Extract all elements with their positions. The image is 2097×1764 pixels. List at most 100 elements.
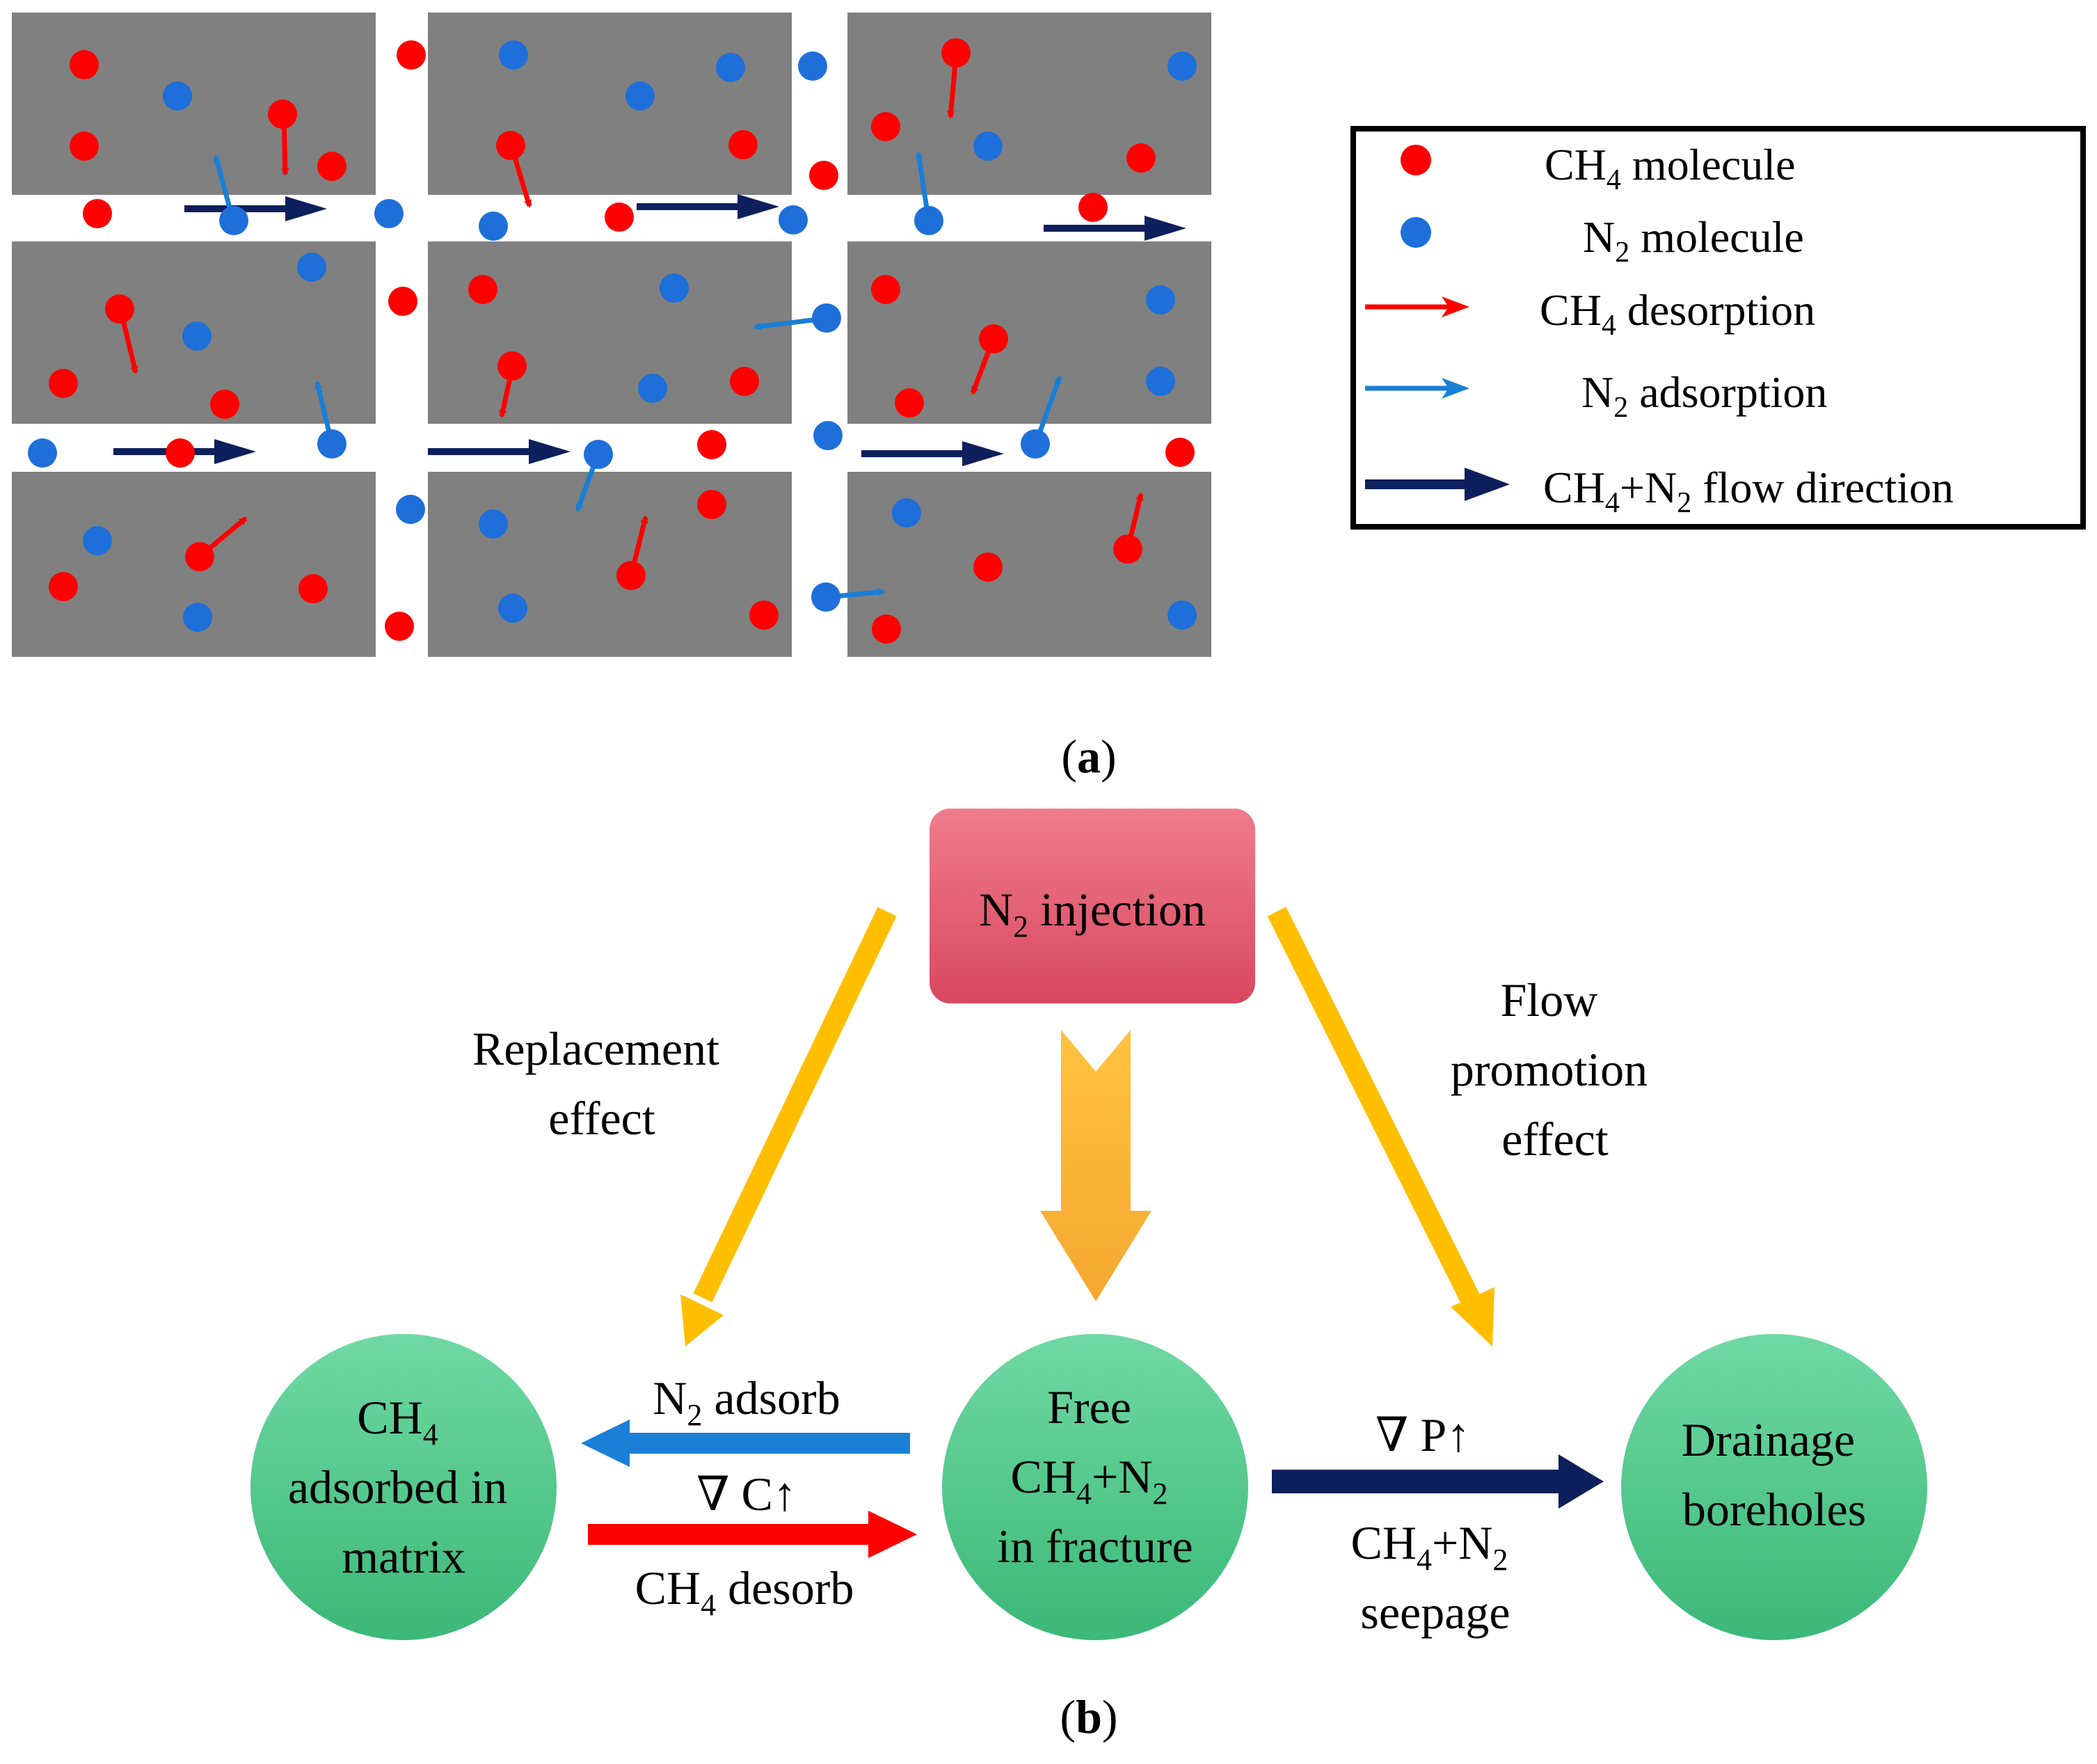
seepage-arrow: [1272, 1454, 1604, 1509]
n2-adsorbing-molecule: [314, 381, 346, 459]
node-fracture: [942, 1334, 1248, 1640]
n2-adsorption-arrows: [213, 151, 1062, 612]
ch4-molecule: [1126, 143, 1156, 173]
ch4-molecule: [385, 612, 414, 641]
n2-molecule: [498, 594, 527, 623]
legend-navy-arrow-icon: [1365, 468, 1510, 501]
n2-adsorbing-molecule: [575, 440, 613, 512]
legend-label-n2-adsorption: N2 adsorption: [1581, 367, 1827, 424]
ch4-molecule: [871, 112, 900, 141]
n2-molecule: [1167, 51, 1197, 81]
legend-label-ch4-molecule: CH4 molecule: [1545, 140, 1795, 196]
ch4-molecule: [605, 202, 634, 232]
flow-promotion-arrow: [1267, 907, 1494, 1346]
n2-injection-box: N2 injection: [930, 809, 1255, 1003]
panel-a: CH4 molecule N2 molecule CH4 desorption …: [12, 13, 2086, 783]
n2-adsorb-arrow: [581, 1420, 910, 1467]
flow-arrow: [113, 439, 256, 464]
flow-arrow: [1044, 216, 1186, 241]
matrix-block: [428, 241, 792, 424]
n2-molecules: [28, 40, 1197, 632]
ch4-molecule: [298, 574, 328, 603]
ch4-molecule: [166, 438, 195, 468]
ch4-desorbing-molecule: [185, 516, 248, 571]
legend-box: [1350, 126, 2086, 530]
ch4-molecule: [1165, 438, 1195, 467]
n2-molecule: [479, 509, 508, 539]
legend: CH4 molecule N2 molecule CH4 desorption …: [1350, 126, 2086, 530]
flow-arrow: [428, 439, 571, 464]
ch4-desorbing-molecule: [941, 38, 971, 119]
n2-molecule: [892, 498, 921, 527]
n2-molecule: [716, 53, 745, 82]
legend-label-ch4-desorption: CH4 desorption: [1540, 285, 1815, 342]
downward-chevron-arrow: [1040, 1030, 1151, 1301]
ch4-molecule: [49, 572, 78, 601]
pressure-gradient-label: ∇ P↑: [1376, 1408, 1470, 1461]
n2-molecule: [638, 374, 667, 403]
replacement-effect-label: Replacement effect: [472, 1022, 731, 1145]
concentration-gradient-label: ∇ C↑: [696, 1468, 797, 1520]
flow-arrow: [861, 441, 1004, 466]
ch4-molecule: [70, 132, 99, 161]
ch4-desorbing-molecule: [1113, 492, 1144, 564]
legend-ch4-dot: [1401, 145, 1431, 175]
n2-adsorbing-molecule: [753, 303, 841, 333]
n2-molecule: [660, 273, 689, 303]
n2-molecule: [1146, 367, 1175, 396]
ch4-molecule: [49, 369, 78, 398]
n2-molecule: [1167, 601, 1197, 630]
n2-molecule: [813, 421, 843, 450]
legend-label-n2-molecule: N2 molecule: [1583, 212, 1804, 269]
ch4-molecule: [973, 553, 1003, 582]
ch4-desorb-label: CH4 desorb: [635, 1562, 854, 1622]
n2-molecule: [83, 526, 112, 555]
ch4-molecule: [1078, 193, 1108, 222]
ch4-molecule: [749, 601, 779, 630]
ch4-desorbing-molecule: [616, 515, 648, 590]
ch4-molecule: [872, 614, 901, 644]
ch4-desorbing-molecule: [496, 131, 532, 208]
ch4-desorbing-molecule: [268, 100, 297, 176]
seepage-label: CH4+N2 seepage: [1351, 1516, 1520, 1639]
n2-molecule: [779, 205, 808, 235]
n2-molecule: [297, 253, 326, 282]
ch4-molecule: [468, 275, 497, 304]
caption-a: (a): [1061, 730, 1116, 783]
matrix-block: [847, 13, 1211, 195]
n2-molecule: [374, 199, 404, 228]
ch4-desorb-arrow: [588, 1511, 917, 1558]
legend-label-flow-direction: CH4+N2 flow direction: [1543, 463, 1954, 519]
n2-molecule: [479, 212, 508, 241]
ch4-molecule: [210, 390, 239, 419]
n2-molecule: [499, 40, 528, 70]
ch4-molecule: [728, 130, 758, 159]
ch4-molecule: [697, 430, 726, 459]
ch4-molecule: [895, 388, 924, 418]
matrix-block: [12, 13, 376, 195]
ch4-molecule: [70, 50, 99, 79]
replacement-effect-arrow: [680, 907, 897, 1346]
panel-b: N2 injection Replacement effect Flow pro…: [250, 809, 1927, 1743]
legend-n2-dot: [1401, 217, 1431, 248]
n2-molecule: [1146, 285, 1175, 315]
n2-molecule: [183, 603, 212, 632]
node-fracture-label: Free CH4+N2 in fracture: [997, 1381, 1193, 1573]
ch4-molecule: [697, 490, 726, 519]
matrix-block: [428, 472, 792, 657]
legend-red-arrow-icon: [1365, 296, 1469, 317]
n2-molecule: [396, 495, 425, 524]
ch4-molecule: [83, 199, 112, 228]
n2-molecule: [28, 438, 57, 468]
flow-arrow: [637, 194, 779, 219]
caption-b: (b): [1060, 1690, 1117, 1743]
flow-promotion-effect-label: Flow promotion effect: [1451, 974, 1659, 1166]
ch4-desorbing-molecule: [105, 294, 138, 374]
ch4-molecule: [730, 367, 759, 396]
ch4-desorption-arrows: [105, 38, 1144, 590]
ch4-desorbing-molecule: [497, 351, 527, 418]
n2-injection-label: N2 injection: [979, 883, 1206, 944]
n2-molecule: [798, 51, 827, 81]
ch4-molecule: [388, 287, 417, 316]
